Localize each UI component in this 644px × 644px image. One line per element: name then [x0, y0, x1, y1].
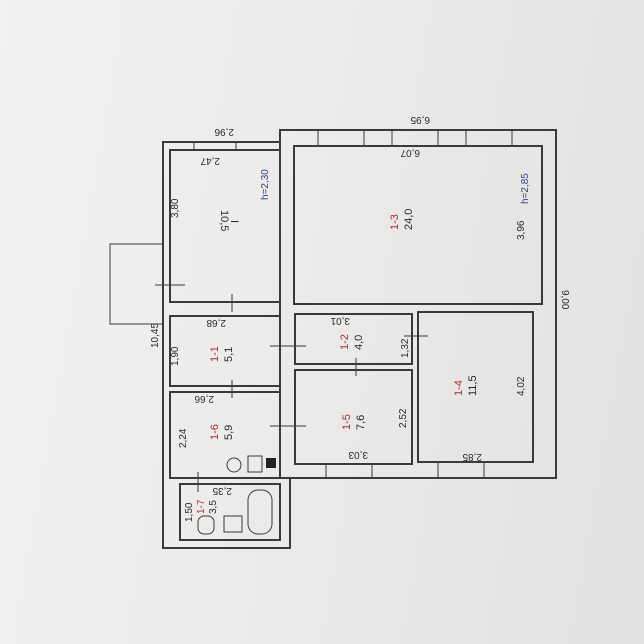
room-1-5-width: 3,03	[348, 449, 368, 460]
room-1-1-outline	[169, 315, 281, 387]
room-1-2-width: 3,01	[330, 315, 350, 326]
room-1-7-depth: 1,50	[184, 502, 195, 522]
room-1-2-name: 1-2	[339, 334, 351, 350]
stove-icon	[247, 455, 263, 473]
room-1-area: 10,5	[218, 210, 230, 231]
room-1-1-depth: 1,90	[170, 346, 181, 366]
room-1-5-area: 7,6	[355, 415, 367, 430]
window-5	[437, 461, 485, 479]
room-1-3-width: 6,07	[400, 147, 420, 158]
window-3	[465, 129, 513, 147]
room-1-2-area: 4,0	[353, 335, 365, 350]
room-1-5-depth: 2,52	[398, 408, 409, 428]
main-width: 6,95	[410, 114, 430, 125]
room-1-width: 2,47	[200, 155, 220, 166]
room-1-4-name: 1-4	[453, 380, 465, 396]
room-1-5-name: 1-5	[341, 414, 353, 430]
room-1-7-area: 3,5	[208, 500, 219, 514]
room-1-3-depth: 3,96	[516, 220, 527, 240]
room-1-2-depth: 1,32	[400, 338, 411, 358]
left-total-depth: 10,45	[150, 323, 161, 348]
room-1-7-width: 2,35	[212, 485, 232, 496]
room-1-3-area: 24,0	[403, 209, 415, 230]
room-1-depth: 3,80	[170, 198, 181, 218]
window-6	[193, 141, 237, 151]
window-4	[325, 463, 373, 479]
room-1-1-area: 5,1	[223, 347, 235, 362]
room-1-name: I	[228, 220, 240, 223]
chimney-icon	[266, 458, 276, 468]
room-1-1-name: 1-1	[209, 346, 221, 362]
room-1-6-outline	[169, 391, 281, 479]
room-1-4-width: 2,85	[462, 451, 482, 462]
room-1-6-name: 1-6	[209, 424, 221, 440]
room-1-6-depth: 2,24	[178, 428, 189, 448]
bathtub-icon	[247, 489, 273, 535]
window-1	[317, 129, 365, 147]
sink-icon	[223, 515, 243, 533]
porch-outline	[109, 243, 164, 325]
room-1-4-area: 11,5	[467, 375, 479, 396]
window-2	[391, 129, 439, 147]
room-1-3-height: h=2,85	[520, 173, 531, 204]
boiler-icon	[226, 457, 242, 473]
room-1-7-outline	[179, 483, 281, 541]
room-labels: I 10,5 2,47 3,80 h=2,30 1-3 24,0 6,07 3,…	[150, 114, 570, 522]
toilet-icon	[197, 515, 215, 535]
overall-depth: 9,00	[559, 290, 570, 310]
room-1-3-outline	[293, 145, 543, 305]
room-1-1-width: 2,68	[206, 317, 226, 328]
room-1-2-outline	[294, 313, 413, 365]
room-1-height: h=2,30	[260, 169, 271, 200]
room-1-7-name: 1-7	[196, 499, 207, 514]
room-1-6-width: 2,66	[194, 393, 214, 404]
room-1-6-area: 5,9	[223, 425, 235, 440]
room-1-4-depth: 4,02	[516, 376, 527, 396]
left-wing-width: 2,96	[214, 126, 234, 137]
room-1-3-name: 1-3	[389, 214, 401, 230]
